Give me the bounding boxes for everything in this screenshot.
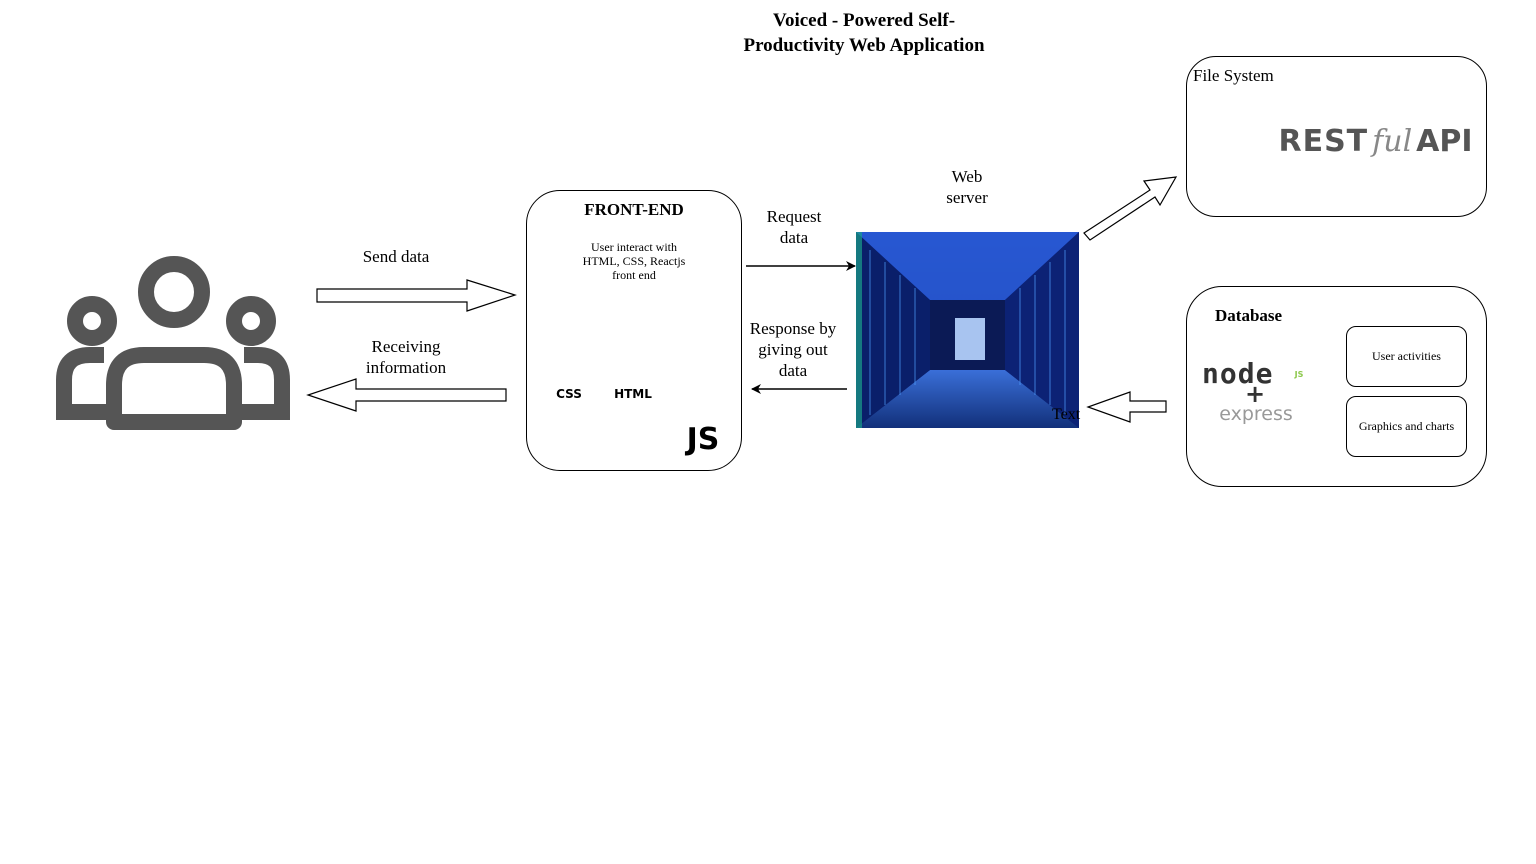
request-data-label: Request data: [744, 206, 844, 248]
database-arrow: [1086, 391, 1167, 423]
web-server-label: Web server: [927, 166, 1007, 208]
css-label: CSS: [556, 387, 582, 401]
frontend-desc-1: User interact with: [591, 240, 677, 254]
express-wordmark: express: [1219, 403, 1293, 425]
diagram-title: Voiced - Powered Self- Productivity Web …: [664, 8, 1064, 58]
file-system-box: [1186, 56, 1487, 217]
send-data-label: Send data: [346, 246, 446, 267]
restful-api-text: REST ful API: [1278, 118, 1472, 164]
frontend-title: FRONT-END: [584, 200, 684, 219]
js-label: JS: [686, 422, 720, 457]
user-activities-text: User activities: [1372, 349, 1441, 363]
receiving-text-2: information: [365, 358, 447, 377]
response-text-3: data: [778, 361, 808, 380]
receiving-arrow: [306, 378, 507, 412]
response-label: Response by giving out data: [738, 318, 848, 381]
file-system-label: File System: [1193, 66, 1274, 85]
frontend-description: User interact with HTML, CSS, Reactjs fr…: [560, 240, 708, 282]
filesystem-arrow: [1083, 176, 1178, 241]
send-data-arrow: [316, 279, 517, 312]
server-room-image: [856, 232, 1079, 428]
response-text-1: Response by: [749, 319, 837, 338]
receiving-label: Receiving information: [341, 336, 471, 378]
diagram-title-line2: Productivity Web Application: [743, 35, 985, 56]
request-text-1: Request: [766, 207, 822, 226]
node-js-badge: JS: [1294, 370, 1304, 379]
graphics-charts-text: Graphics and charts: [1358, 419, 1455, 433]
frontend-desc-3: front end: [612, 268, 656, 282]
diagram-title-line1: Voiced - Powered Self-: [772, 10, 956, 31]
graphics-charts-box: Graphics and charts: [1346, 396, 1467, 457]
send-data-text: Send data: [362, 247, 430, 266]
server-text-tag: Text: [1052, 406, 1081, 423]
frontend-desc-2: HTML, CSS, Reactjs: [582, 254, 686, 268]
node-wordmark: node: [1202, 357, 1274, 390]
plus-sign: +: [1244, 380, 1266, 408]
rest-word: REST: [1278, 123, 1369, 159]
html-label: HTML: [614, 387, 652, 401]
database-label: Database: [1215, 306, 1283, 325]
web-server-text-1: Web: [951, 167, 983, 186]
ful-word: ful: [1372, 123, 1413, 159]
response-text-2: giving out: [758, 340, 828, 359]
user-activities-box: User activities: [1346, 326, 1467, 387]
users-group-icon: [56, 256, 290, 430]
frontend-box: [526, 190, 742, 471]
request-text-2: data: [779, 228, 809, 247]
web-server-text-2: server: [946, 188, 988, 207]
api-word: API: [1416, 123, 1473, 159]
receiving-text-1: Receiving: [371, 337, 441, 356]
